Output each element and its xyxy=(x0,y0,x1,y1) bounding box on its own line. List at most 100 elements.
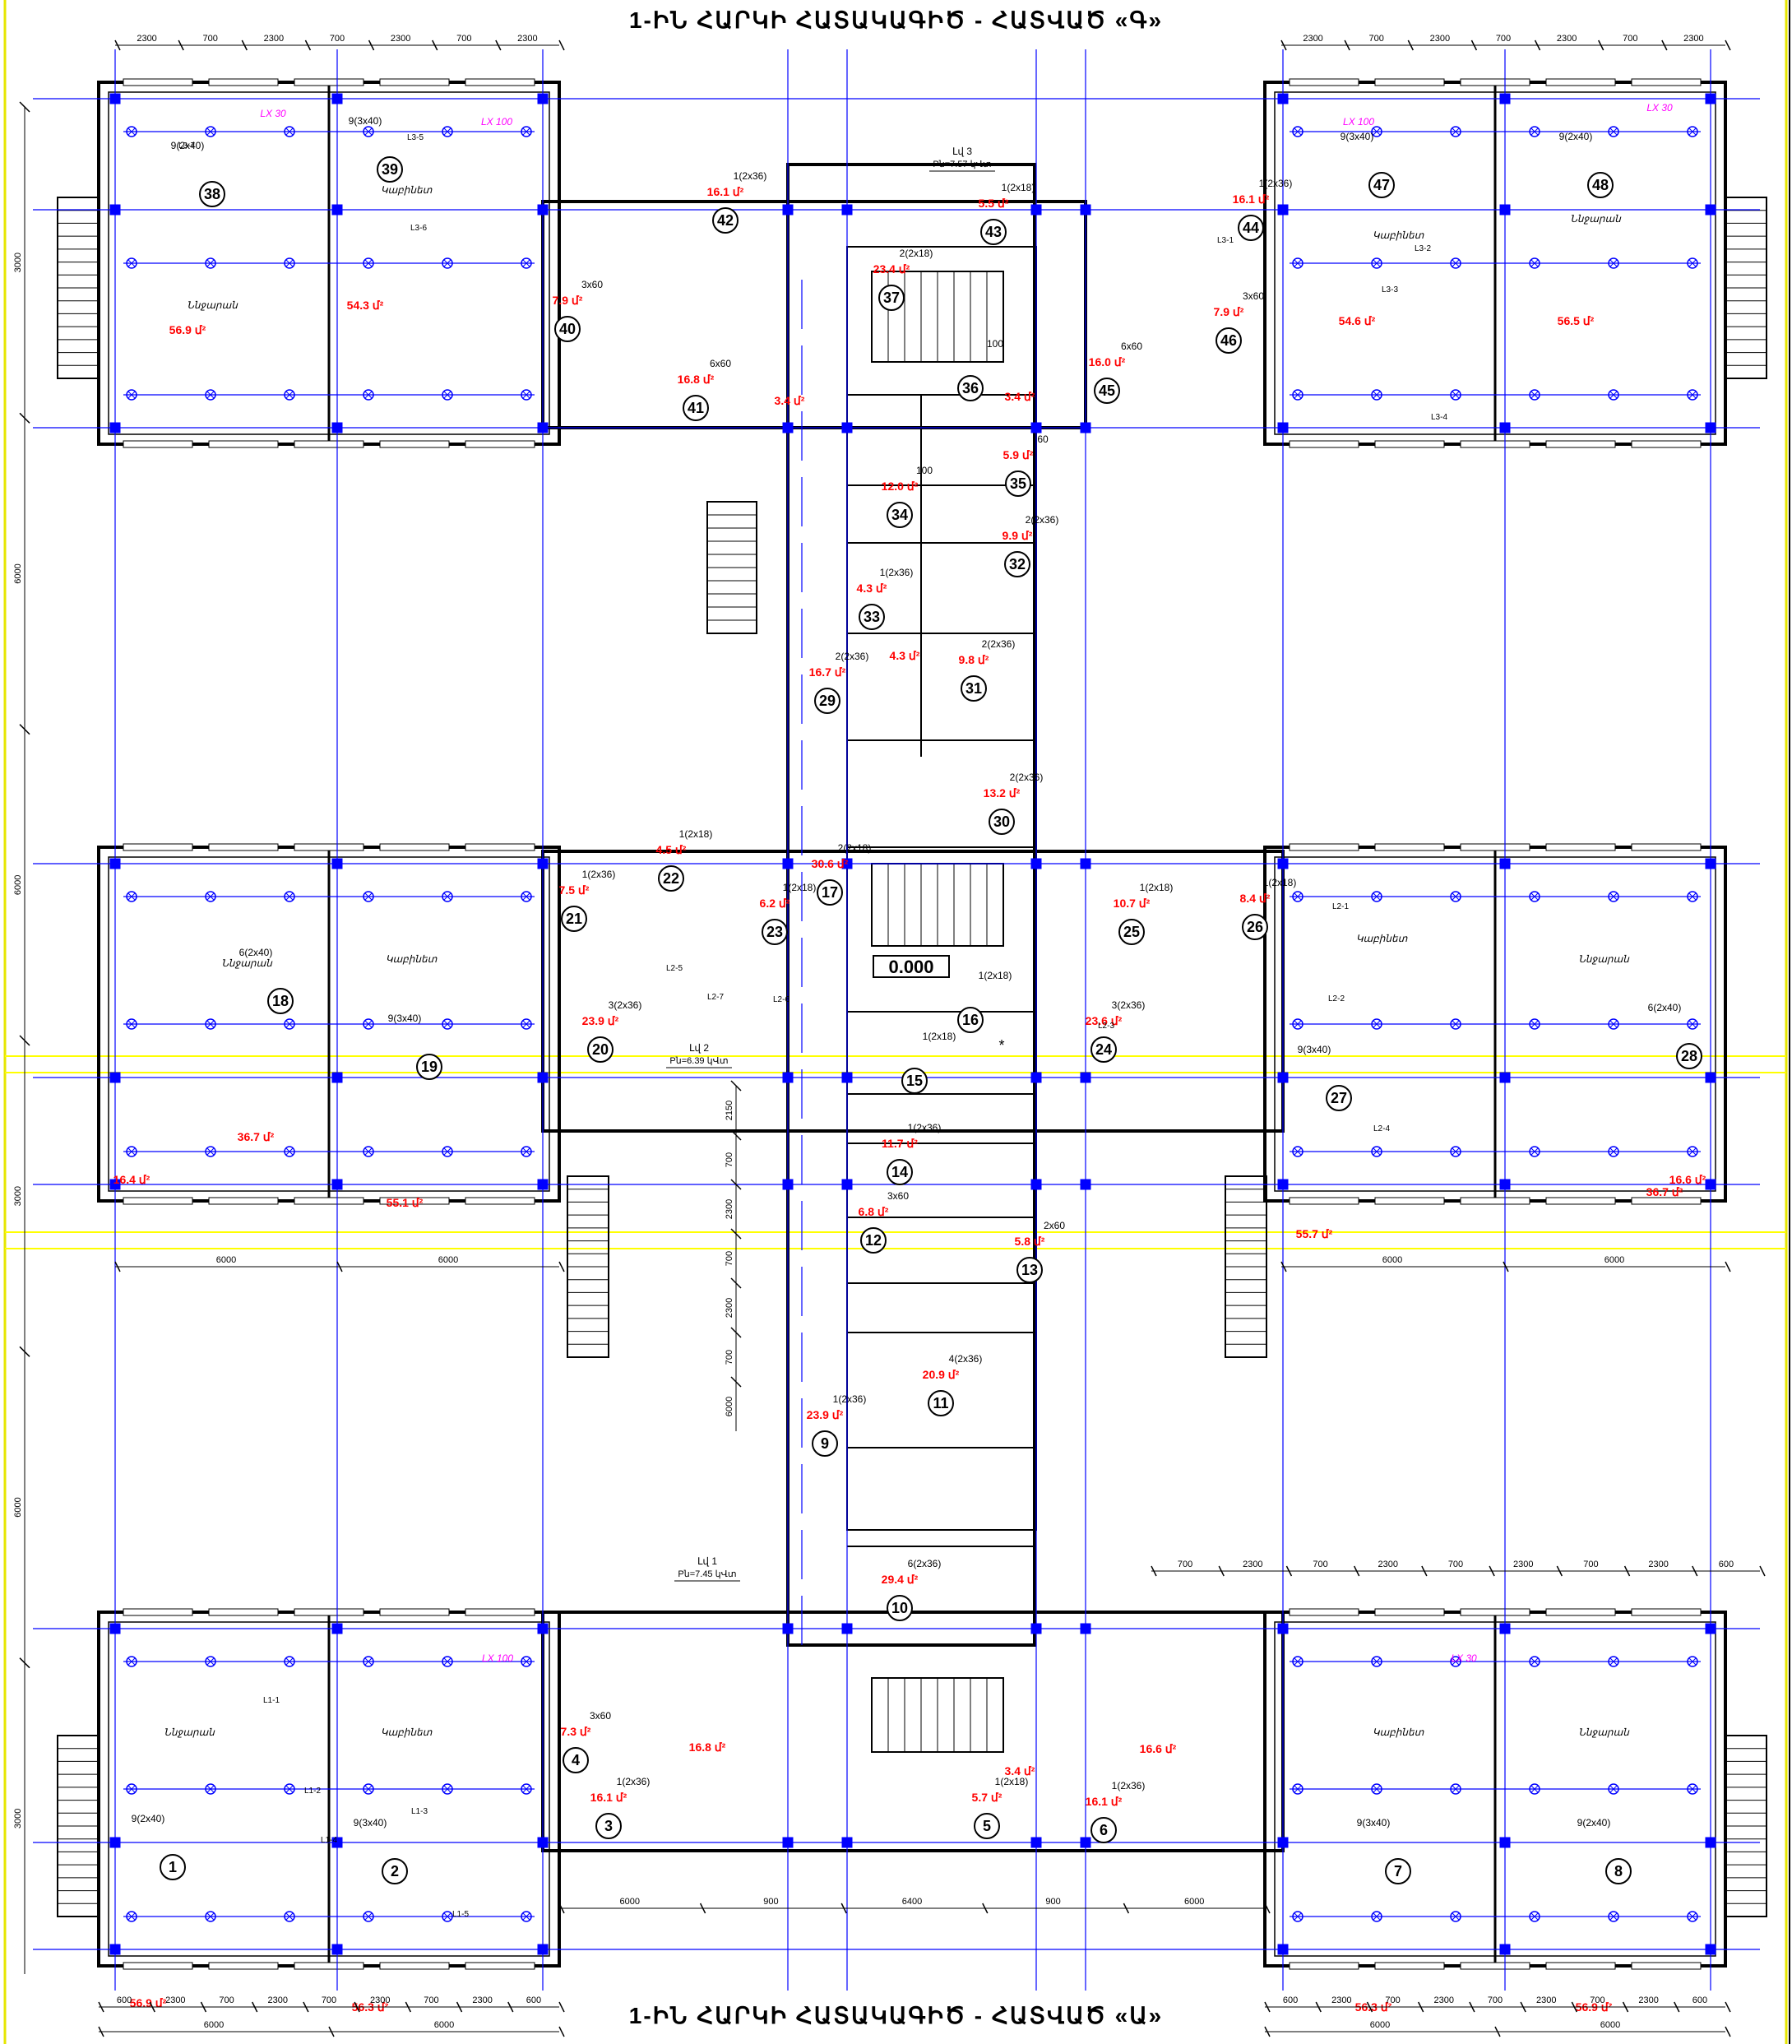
lamp-symbol-55 xyxy=(1371,891,1382,902)
lamp-x xyxy=(1452,1657,1460,1666)
column-9-1 xyxy=(1705,204,1716,216)
column-0-4 xyxy=(109,1072,121,1083)
dim-bottom-right-sub-tick xyxy=(1520,2001,1526,2013)
room-area-35: 5.9 մ² xyxy=(1003,448,1034,461)
column-5-7 xyxy=(1030,1837,1042,1848)
room-fixture-31: 2(2x36) xyxy=(982,638,1016,650)
room-number-circle-36 xyxy=(957,375,984,401)
room-number-circle-19 xyxy=(416,1054,442,1080)
dim-bottom-center-tick-end xyxy=(1264,1903,1271,1914)
window-6-3 xyxy=(379,78,450,86)
room-number-40: 40 xyxy=(559,321,576,337)
lamp-symbol-50 xyxy=(284,1146,295,1157)
dim-top-right-tick xyxy=(1470,39,1478,51)
column-9-6 xyxy=(1705,1623,1716,1634)
lamp-symbol-39 xyxy=(363,891,374,902)
lamp-x xyxy=(1452,127,1460,136)
drawing-title-bottom: 1-ԻՆ ՀԱՐԿԻ ՀԱՏԱԿԱԳԻԾ - ՀԱՏՎԱԾ «Ա» xyxy=(628,2003,1164,2028)
window-2-3 xyxy=(379,1197,450,1205)
room-area-14: 11.7 մ² xyxy=(882,1137,918,1150)
lamp-x xyxy=(1452,1020,1460,1028)
lamp-symbol-93 xyxy=(1529,1656,1540,1667)
lamp-x xyxy=(206,1912,215,1921)
column-1-6 xyxy=(331,1623,343,1634)
drawing-title-top: 1-ԻՆ ՀԱՐԿԻ ՀԱՏԱԿԱԳԻԾ - ՀԱՏՎԱԾ «Գ» xyxy=(628,7,1164,33)
window-1-2 xyxy=(1460,440,1530,448)
star-mark: * xyxy=(998,1037,1004,1054)
room-fixture-41: 6x60 xyxy=(710,358,731,369)
window-2-1 xyxy=(208,1197,279,1205)
lamp-x xyxy=(127,1657,136,1666)
lamp-x xyxy=(127,127,136,136)
lamp-symbol-58 xyxy=(1608,891,1619,902)
lamp-symbol-0 xyxy=(126,126,137,137)
window-1-0 xyxy=(1289,440,1359,448)
lamp-symbol-78 xyxy=(126,1783,137,1795)
room-area-40: 7.9 մ² xyxy=(553,294,583,307)
column-8-4 xyxy=(1499,1072,1511,1083)
lamp-symbol-15 xyxy=(363,389,374,401)
room-number-circle-6 xyxy=(1090,1817,1117,1843)
room-area-48: 56.5 մ² xyxy=(1558,314,1595,327)
lamp-x xyxy=(206,259,215,267)
lamp-symbol-1 xyxy=(205,126,216,137)
lamp-x xyxy=(443,1785,451,1793)
dim-vert-center-value-3: 700 xyxy=(725,1251,734,1266)
room-area-47: 54.6 մ² xyxy=(1339,314,1376,327)
column-0-0 xyxy=(109,93,121,104)
column-5-5 xyxy=(1030,1179,1042,1190)
extra-area-7: 4.3 մ² xyxy=(890,649,920,662)
lamp-x xyxy=(522,1020,530,1028)
window-8-4 xyxy=(465,843,535,851)
window-11-2 xyxy=(1460,1608,1530,1616)
lamp-x xyxy=(1530,892,1539,901)
room-fixture-45: 6x60 xyxy=(1121,341,1142,352)
column-6-5 xyxy=(1080,1179,1091,1190)
dim-bottom-left-sub-tick xyxy=(405,2001,412,2013)
lamp-x xyxy=(1609,1657,1618,1666)
room-number-circle-8 xyxy=(1605,1858,1632,1884)
dim-right-top-tick xyxy=(1353,1565,1360,1577)
dim-top-right-tick xyxy=(1534,39,1541,51)
column-7-1 xyxy=(1277,204,1289,216)
lamp-symbol-80 xyxy=(284,1783,295,1795)
dim-bottom-left-value-0: 6000 xyxy=(204,2020,224,2030)
lamp-x xyxy=(443,892,451,901)
window-4-0 xyxy=(123,1962,193,1970)
dim-bottom-left-sub-tick xyxy=(200,2001,207,2013)
column-6-6 xyxy=(1080,1623,1091,1634)
lamp-symbol-17 xyxy=(521,389,532,401)
lamp-symbol-86 xyxy=(284,1911,295,1922)
window-3-4 xyxy=(1631,1197,1702,1205)
lamp-symbol-92 xyxy=(1450,1656,1461,1667)
room-fixture-29: 2(2x36) xyxy=(836,651,869,662)
window-5-2 xyxy=(1460,1962,1530,1970)
dim-top-right-value-2: 2300 xyxy=(1430,34,1450,44)
lamp-x xyxy=(1452,1912,1460,1921)
room-area-6: 16.1 մ² xyxy=(1086,1795,1123,1808)
column-1-7 xyxy=(331,1837,343,1848)
lamp-x xyxy=(1530,1020,1539,1028)
room-number-15: 15 xyxy=(906,1073,923,1089)
lamp-x xyxy=(443,259,451,267)
lamp-x xyxy=(364,1912,373,1921)
lamp-x xyxy=(206,1657,215,1666)
room-number-39: 39 xyxy=(382,161,398,178)
room-number-circle-32 xyxy=(1004,551,1030,577)
room-number-circle-22 xyxy=(658,865,684,892)
dim-bottom-center-value-0: 6000 xyxy=(620,1897,640,1907)
lamp-x xyxy=(1294,1020,1302,1028)
lamp-x xyxy=(285,1657,294,1666)
room-area-21: 7.5 մ² xyxy=(559,883,590,897)
column-7-5 xyxy=(1277,1179,1289,1190)
room-area-11: 20.9 մ² xyxy=(923,1368,960,1381)
room-area-9: 23.9 մ² xyxy=(807,1408,844,1421)
dim-bottom-center-value-1: 900 xyxy=(763,1897,778,1907)
dim-bottom-right-sub-value-7: 2300 xyxy=(1638,1995,1658,2005)
dim-mid-left-tick-end xyxy=(558,1261,565,1272)
room-number-circle-33 xyxy=(859,604,885,630)
lamp-symbol-47 xyxy=(521,1018,532,1030)
column-7-6 xyxy=(1277,1623,1289,1634)
column-5-6 xyxy=(1030,1623,1042,1634)
lamp-symbol-91 xyxy=(1371,1656,1382,1667)
